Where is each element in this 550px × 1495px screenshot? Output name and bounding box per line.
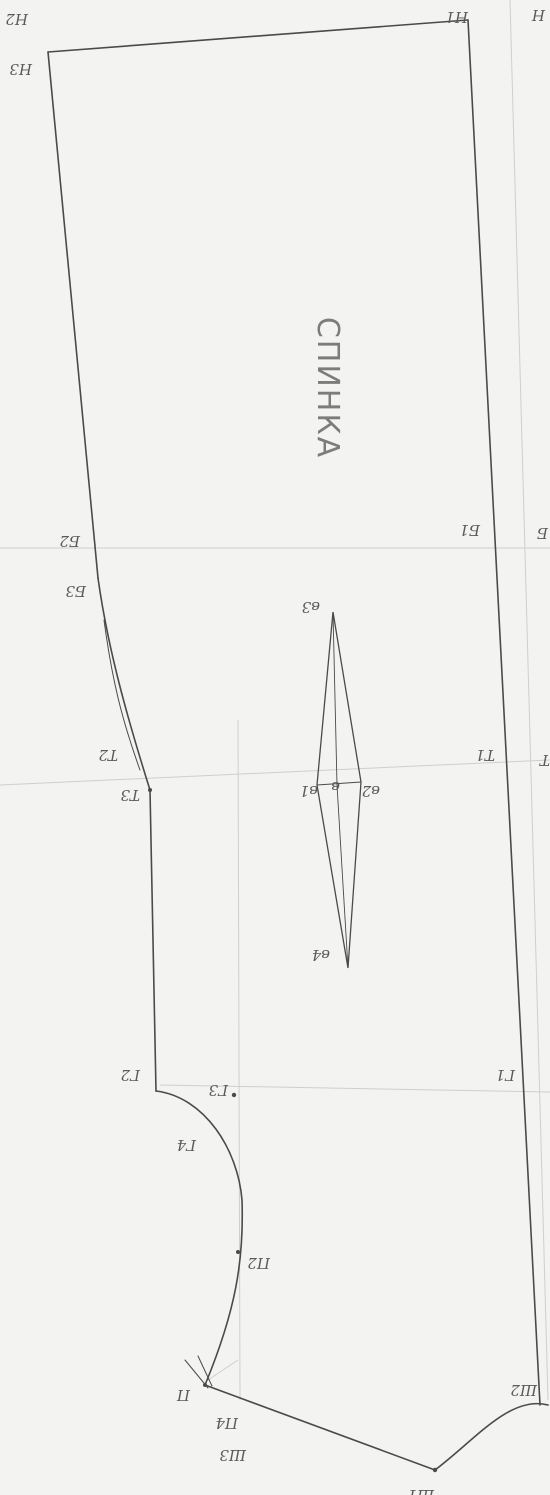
label-g3: Г3 [209,1081,229,1099]
pattern-title: СПИНКА [310,317,345,459]
dart-center-upper [332,611,338,786]
hem-line [47,19,469,53]
label-p4: П4 [215,1414,239,1432]
label-h: Н [531,6,546,24]
dart-waist-line [316,781,362,786]
point-t3 [148,788,152,792]
label-b: Б [537,524,549,542]
label-sh1: Ш1 [407,1486,435,1495]
point-p2 [236,1250,240,1254]
label-g2: Г2 [121,1066,141,1084]
center-back-guide-line [509,0,549,1401]
label-dart-b: в [331,778,340,796]
construction-lines [0,0,550,1401]
label-t: Т [539,751,550,769]
center-back-line [467,19,541,1406]
label-dart-b4: в4 [312,946,330,964]
label-dart-b2: в2 [362,782,380,800]
label-p: П [176,1386,191,1404]
label-b2: Б2 [59,532,81,550]
label-b1: Б1 [459,521,481,539]
label-dart-b1: в1 [300,782,318,800]
label-t2: Т2 [98,746,118,764]
point-g3 [231,1092,237,1098]
point-p [203,1383,207,1387]
label-dart-b3: в3 [302,598,320,616]
label-sh2: Ш2 [510,1381,538,1399]
label-sh3: Ш3 [219,1446,247,1464]
armhole-curve [155,1090,244,1386]
shoulder-line [204,1384,436,1471]
label-h3: Н3 [9,60,33,78]
label-h1: Н1 [445,8,469,26]
label-g4: Г4 [177,1136,197,1154]
side-seam-upper [47,51,99,579]
dart-center-lower [336,784,349,969]
side-seam-alt-curve [103,619,141,771]
label-t1: Т1 [475,746,495,764]
side-seam-waist-curve [97,577,151,791]
pattern-outline [47,19,549,1471]
label-b3: Б3 [65,582,87,600]
side-seam-lower [149,789,157,1092]
neckline-curve [434,1402,549,1471]
label-h2: Н2 [5,10,29,28]
waist-guide-line [0,759,550,786]
label-t3: Т3 [120,786,140,804]
vertical-guide-line [237,719,241,1401]
armhole-guide-line [159,1084,550,1093]
construction-points [148,788,438,1473]
shoulder-tick-2 [197,1355,213,1387]
label-p2: П2 [247,1254,271,1272]
waist-dart [316,611,362,969]
label-g1: Г1 [496,1066,516,1084]
point-sh1 [432,1467,438,1473]
shoulder-guide-line [207,1359,239,1381]
